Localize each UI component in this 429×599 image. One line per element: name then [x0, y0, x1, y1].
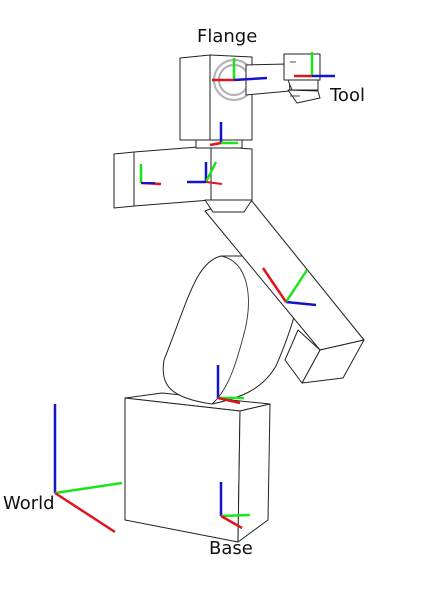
flange-frame-axes: [212, 58, 268, 82]
joint-frame-lower-axes: [216, 365, 244, 405]
flange-block: [179, 54, 256, 149]
wrist-joint: [113, 145, 253, 213]
joint-frame-wrist-left-axes: [139, 164, 162, 186]
upper-arm-link: [204, 194, 365, 384]
flange-label: Flange: [197, 26, 258, 47]
base-label: Base: [209, 538, 253, 559]
joint-frame-wrist-center-axes: [187, 161, 223, 185]
base-block: [124, 392, 271, 543]
base-frame-axes: [219, 482, 251, 530]
joint-frame-elbow-axes: [261, 267, 317, 307]
tool-label: Tool: [330, 85, 365, 106]
joint-frame-flange-base-axes: [209, 122, 238, 147]
world-frame-axes: [53, 404, 123, 534]
world-label: World: [3, 493, 55, 514]
tool-frame-axes: [294, 52, 335, 78]
